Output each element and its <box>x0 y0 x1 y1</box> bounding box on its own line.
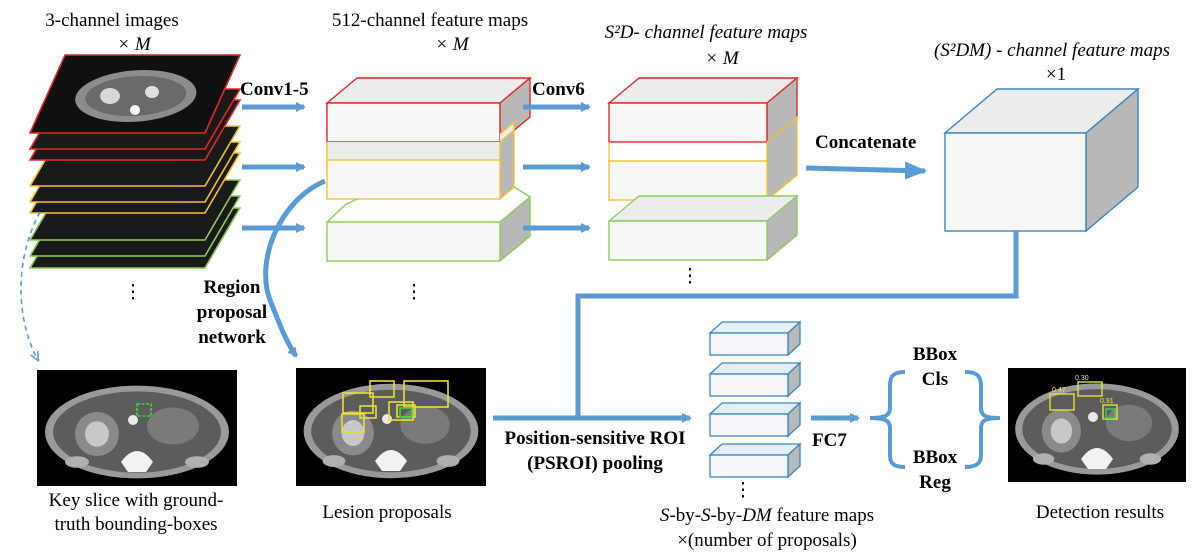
proposal-box <box>342 392 374 414</box>
gt-box <box>136 403 152 417</box>
concat-title: (S²DM) - channel feature maps <box>934 40 1170 61</box>
keyslice-caption-line2: truth bounding-boxes <box>54 514 217 535</box>
rpn-label-line1: Region <box>204 277 261 298</box>
concat-multiplier: ×1 <box>1046 64 1066 85</box>
rpn-arrow <box>263 178 326 358</box>
muscle-right <box>185 456 209 468</box>
keyslice-caption-line1: Key slice with ground- <box>49 490 224 511</box>
s2d-multiplier: × M <box>705 48 740 69</box>
feat512-block-green <box>326 186 531 263</box>
conv15-arrows <box>242 102 306 233</box>
s2d-block-green <box>607 194 799 262</box>
kidney-inner <box>1050 418 1073 444</box>
psroi-block <box>708 442 802 479</box>
psroi-block <box>708 361 802 398</box>
muscle-left <box>322 455 346 467</box>
detection-box <box>1102 404 1118 420</box>
bbox-reg-line1: BBox <box>913 447 958 468</box>
psroi-feature-blocks <box>708 320 802 479</box>
bbox-cls-line2: Cls <box>922 369 948 390</box>
proposal-box <box>369 380 395 398</box>
bbox-reg-line2: Reg <box>919 472 951 493</box>
concatenate-label: Concatenate <box>815 132 916 153</box>
detection-results-caption: Detection results <box>1036 502 1164 523</box>
conv15-label: Conv1-5 <box>240 79 309 100</box>
proposal-box <box>341 413 365 433</box>
keyslice-ct-image <box>37 370 237 486</box>
lesion-proposals-caption: Lesion proposals <box>322 502 451 523</box>
psroi-block <box>708 401 802 438</box>
kidney-inner <box>341 420 365 446</box>
small-blocks-ellipsis: ⋮ <box>734 480 753 501</box>
muscle-left <box>65 456 89 468</box>
bowel <box>147 407 199 445</box>
feat512-title: 512-channel feature maps <box>332 10 528 31</box>
concat-to-psroi-line <box>575 231 1019 418</box>
aorta <box>1088 412 1098 422</box>
s2d-ellipsis: ⋮ <box>681 266 700 287</box>
rpn-label-line2: proposal <box>197 302 267 323</box>
keyslice-dashed-arrow <box>20 211 41 360</box>
concatenate-arrow <box>805 161 927 180</box>
proposal-box <box>403 380 449 408</box>
detection-score: 0.91 <box>1100 398 1114 405</box>
vertebra <box>121 451 153 472</box>
conv6-arrows <box>523 102 591 233</box>
right-brace <box>964 370 1001 469</box>
muscle-left <box>1032 453 1055 465</box>
s2d-title: S²D- channel feature maps <box>605 22 808 43</box>
proposal-box <box>388 401 414 421</box>
proposal-box <box>359 405 377 419</box>
bowel <box>1105 404 1153 442</box>
rpn-label-line3: network <box>198 327 266 348</box>
ssdm-caption-line2: ×(number of proposals) <box>677 530 857 551</box>
detection-box <box>1049 393 1075 411</box>
bowel <box>400 406 450 444</box>
gt-box <box>399 407 413 418</box>
psroi-label-line2: (PSROI) pooling <box>527 453 663 474</box>
concat-cube <box>943 87 1140 233</box>
detection-results-ct-image: 0.47 0.30 0.91 <box>1008 368 1186 482</box>
aorta <box>382 414 392 424</box>
feat512-multiplier: × M <box>435 34 470 55</box>
input-slice-stack <box>28 54 242 269</box>
kidney-inner <box>85 421 109 447</box>
psroi-label-line1: Position-sensitive ROI <box>504 428 685 449</box>
bbox-cls-line1: BBox <box>913 344 958 365</box>
input-slice-top <box>28 54 242 134</box>
gt-box <box>1105 408 1116 419</box>
input-title: 3-channel images <box>45 10 178 31</box>
detection-score: 0.47 <box>1052 387 1066 394</box>
conv6-label: Conv6 <box>532 79 585 100</box>
detection-box <box>1077 381 1103 397</box>
feat512-block-yellow <box>326 120 515 201</box>
s2d-block-red <box>607 76 799 144</box>
vertebra <box>375 450 407 471</box>
aorta <box>128 415 138 425</box>
input-multiplier: × M <box>117 34 152 55</box>
vertebra <box>1081 448 1113 469</box>
muscle-right <box>436 455 460 467</box>
psroi-block <box>708 320 802 357</box>
left-brace <box>869 370 906 469</box>
s2d-block-yellow <box>608 115 798 202</box>
feat512-block-red <box>325 76 532 144</box>
ssdm-caption-line1: S-by-S-by-DM feature maps <box>660 505 874 526</box>
detection-score: 0.30 <box>1075 375 1089 382</box>
muscle-right <box>1139 453 1162 465</box>
feat512-ellipsis: ⋮ <box>405 282 424 303</box>
input-ellipsis: ⋮ <box>124 282 143 303</box>
fc7-label: FC7 <box>812 430 847 451</box>
lesion-proposals-ct-image <box>296 368 486 486</box>
